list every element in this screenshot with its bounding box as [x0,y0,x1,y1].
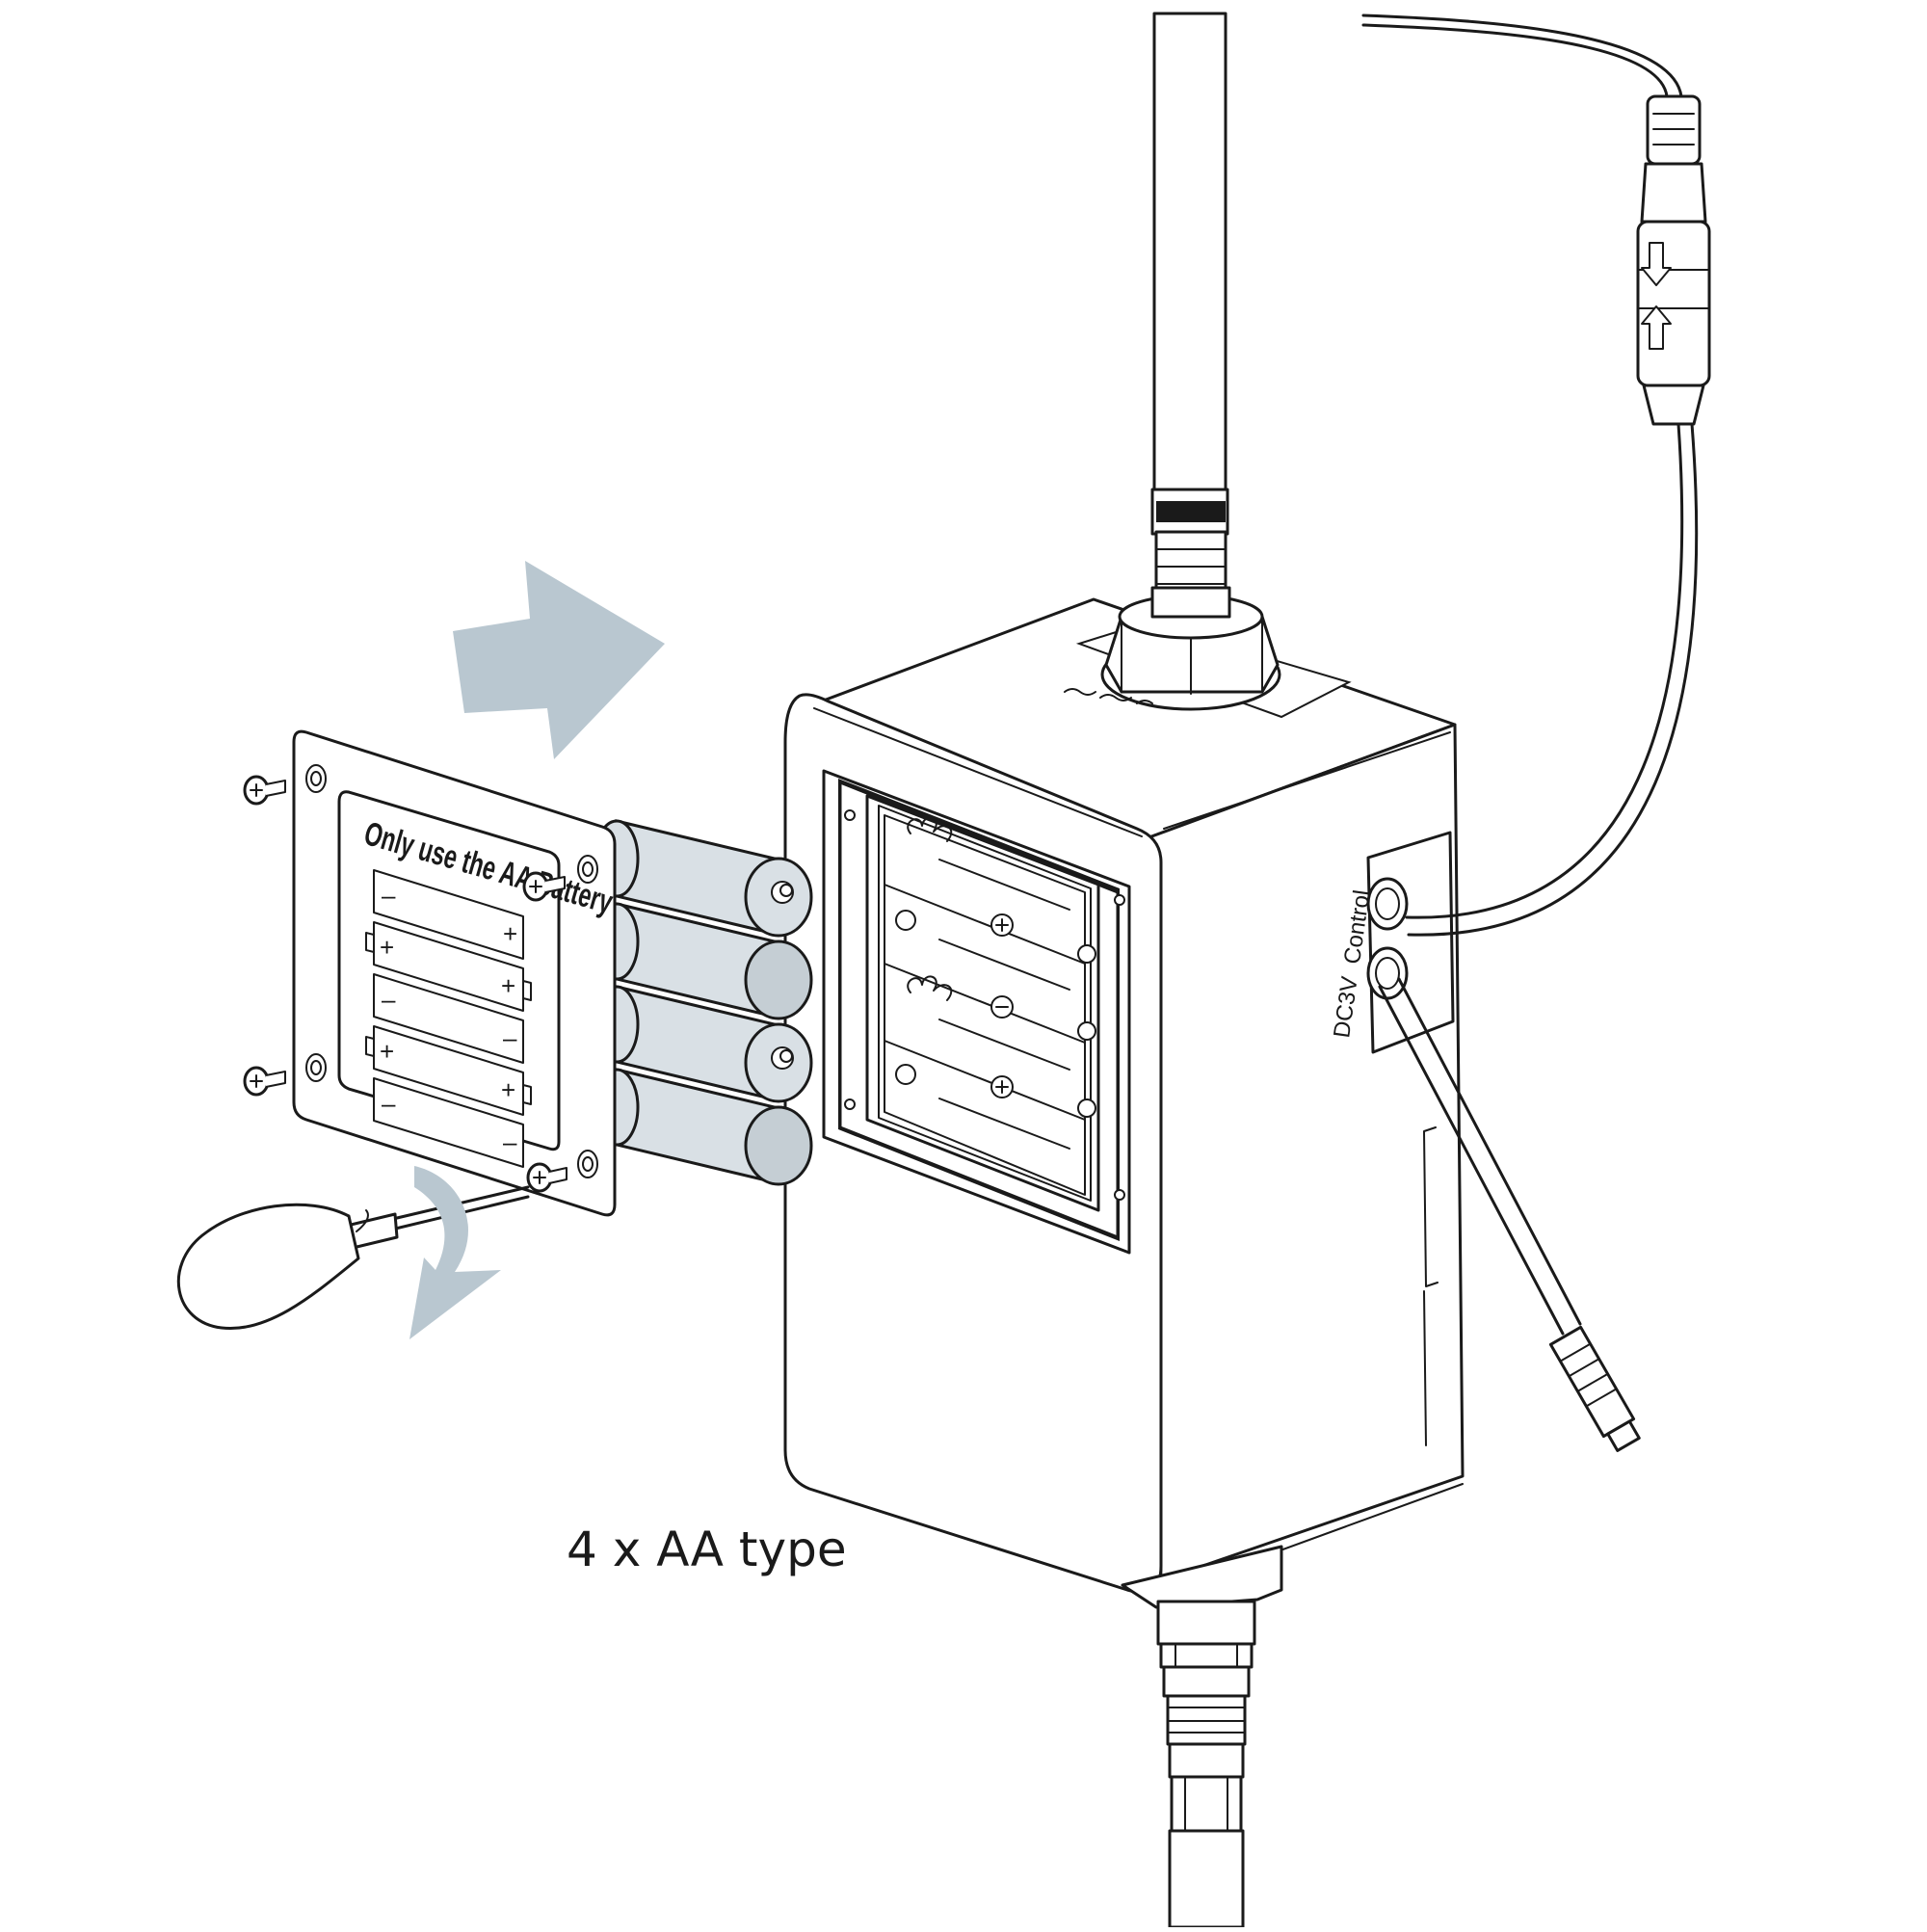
power-cable [1378,977,1641,1452]
screw-icon [243,775,286,806]
rotate-arrow-icon [409,1166,501,1339]
side-port-panel: DC3V Control [1329,831,1455,1054]
slot-1-left: – [382,881,396,910]
cover-slot-2: + + [365,921,532,1012]
cover-slot-3: – – [373,973,524,1064]
slot-4-right: + [501,1075,515,1104]
slot-5-right: – [503,1127,517,1156]
slot-3-right: – [503,1023,517,1052]
screw-icon [243,1066,286,1097]
controller-housing: DC3V Control [783,586,1465,1594]
slot-4-left: + [380,1037,394,1066]
slot-3-left: – [382,985,396,1014]
screwdriver-icon [176,1185,530,1331]
cover-slot-1: – + [373,869,524,960]
screw-icon [522,871,566,902]
slot-1-right: + [503,919,517,948]
aa-batteries [594,819,813,1186]
caption: 4 x AA type [567,1522,847,1577]
upper-pipe [1150,12,1229,605]
lower-pipe [1121,1545,1283,1929]
cover-slot-5: – – [373,1077,524,1168]
cover-slot-4: + + [365,1025,532,1116]
slot-5-left: – [382,1089,396,1118]
control-cable [1361,13,1711,937]
battery-compartment [822,769,1131,1255]
slot-2-right: + [501,971,515,1000]
top-gland-nut [1100,586,1281,711]
insert-arrow-icon [453,561,665,759]
battery-cover-plate: Only use the AA Battery – + + + – – + + [292,729,618,1217]
screw-icon [526,1162,568,1193]
slot-2-left: + [380,933,394,962]
